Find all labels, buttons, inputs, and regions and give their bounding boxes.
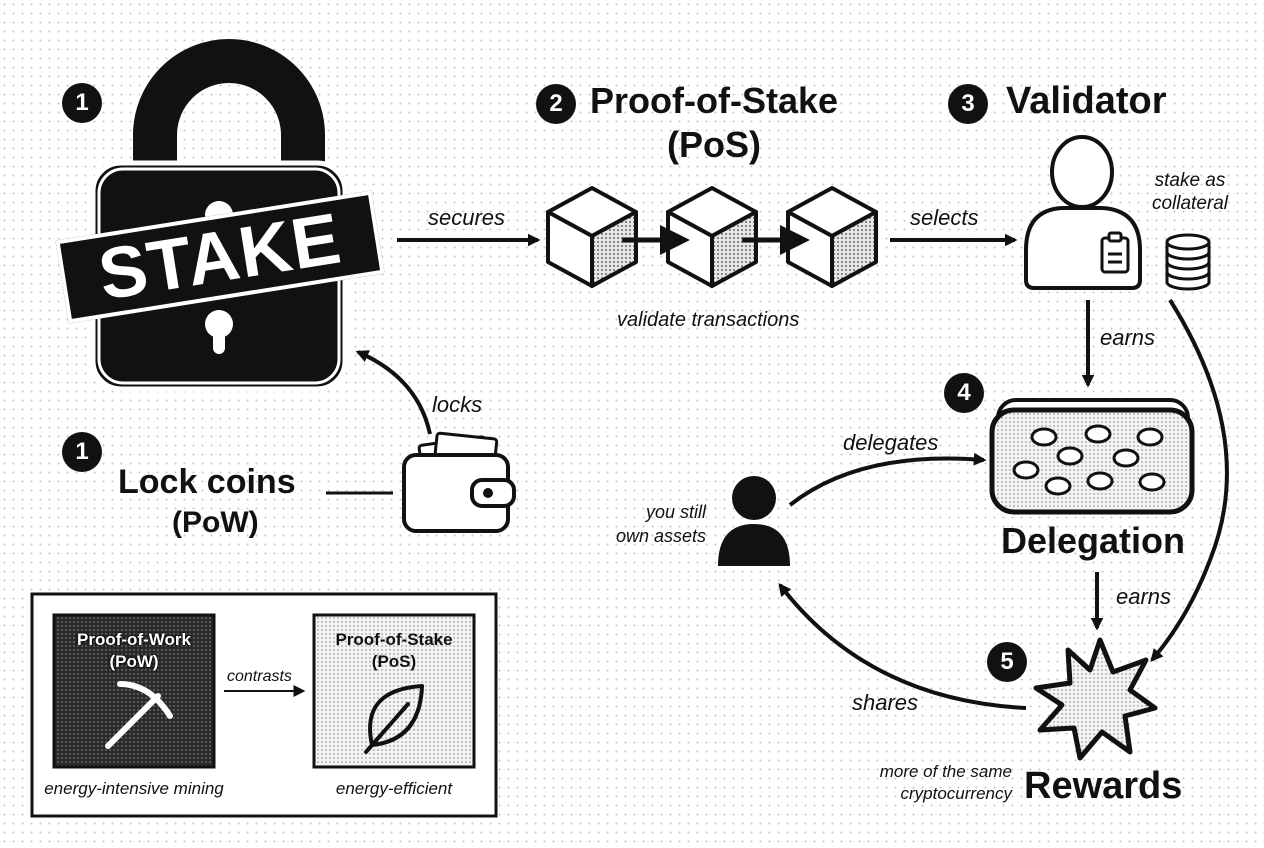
user-note-1: you still	[645, 502, 706, 522]
pos-subtitle: (PoS)	[667, 124, 761, 165]
step-badge-4: 4	[944, 373, 984, 413]
user-icon	[718, 476, 790, 566]
user-note-2: own assets	[615, 526, 706, 546]
step-badge-5: 5	[987, 642, 1027, 682]
rewards-title: Rewards	[1024, 765, 1183, 807]
blockchain-cubes	[546, 186, 878, 288]
contrasts-label: contrasts	[227, 668, 292, 685]
rewards-note-2: cryptocurrency	[900, 784, 1012, 803]
pos-box-title: Proof-of-Stake	[335, 630, 453, 649]
edge-delegates	[788, 452, 987, 507]
cube-icon	[786, 186, 878, 288]
lock-title: Lock coins	[118, 463, 296, 501]
pow-title: Proof-of-Work	[77, 630, 191, 649]
starburst-icon	[1033, 637, 1158, 761]
pow-caption: energy-intensive mining	[44, 779, 224, 798]
validator-title: Validator	[1006, 80, 1167, 122]
edge-locks	[355, 350, 432, 435]
pos-box-caption: energy-efficient	[335, 779, 453, 798]
coin-tray-icon	[989, 398, 1195, 515]
coin-stack-icon	[1165, 233, 1211, 291]
edge-label-locks: locks	[432, 392, 483, 417]
pos-title: Proof-of-Stake	[590, 80, 839, 121]
pos-box-subtitle: (PoS)	[371, 652, 417, 671]
edge-label-selects: selects	[910, 205, 979, 230]
rewards-note-1: more of the same	[879, 762, 1012, 781]
step-badge-lock: 1	[62, 432, 102, 472]
cube-icon	[666, 186, 758, 288]
lock-subtitle: (PoW)	[172, 506, 259, 539]
edge-label-earns-delegation: earns	[1116, 584, 1172, 609]
edge-shares	[778, 582, 1027, 710]
pos-caption: validate transactions	[617, 309, 800, 331]
edge-label-secures: secures	[428, 205, 506, 230]
pow-subtitle: (PoW)	[109, 652, 159, 671]
step-badge-3: 3	[948, 84, 988, 124]
validator-note-1: stake as	[1154, 170, 1226, 191]
delegation-title: Delegation	[1001, 520, 1186, 561]
edge-label-shares: shares	[852, 690, 919, 715]
step-badge-1: 1	[62, 83, 102, 123]
wallet-icon	[402, 431, 516, 533]
edge-label-earns-validator: earns	[1100, 325, 1156, 350]
edge-label-delegates: delegates	[843, 430, 939, 455]
cube-icon	[546, 186, 638, 288]
comparison-panel	[30, 592, 498, 818]
validator-person-icon	[1024, 135, 1142, 290]
pickaxe-icon	[105, 681, 173, 749]
leaf-icon	[364, 684, 424, 754]
edge-validator-rewards	[1150, 298, 1229, 662]
step-badge-2: 2	[536, 84, 576, 124]
validator-note-2: collateral	[1151, 193, 1229, 214]
